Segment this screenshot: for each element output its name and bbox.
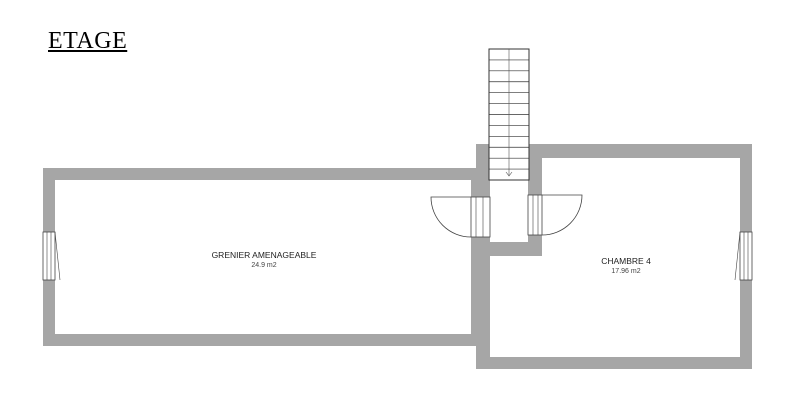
chambre-wall-bottom <box>476 357 752 369</box>
landing-wall-bottom <box>476 242 542 256</box>
room-area: 17.96 m2 <box>611 268 640 275</box>
room-name: CHAMBRE 4 <box>601 256 651 266</box>
window-grenier-left <box>42 231 61 281</box>
grenier-wall-top <box>43 168 490 180</box>
room-chambre-4: CHAMBRE 4 17.96 m2 <box>601 256 651 275</box>
window-chambre-right <box>734 231 753 281</box>
landing-wall-left <box>476 144 490 168</box>
room-grenier: GRENIER AMENAGEABLE 24.9 m2 <box>212 250 317 269</box>
chambre-wall-left <box>476 242 490 369</box>
floor-title: ETAGE <box>48 28 128 54</box>
door-chambre <box>527 194 583 236</box>
chambre-wall-top <box>528 144 752 158</box>
room-name: GRENIER AMENAGEABLE <box>212 250 317 260</box>
door-grenier <box>430 196 491 238</box>
room-area: 24.9 m2 <box>251 262 276 269</box>
staircase <box>488 48 530 181</box>
grenier-wall-bottom <box>43 334 490 346</box>
